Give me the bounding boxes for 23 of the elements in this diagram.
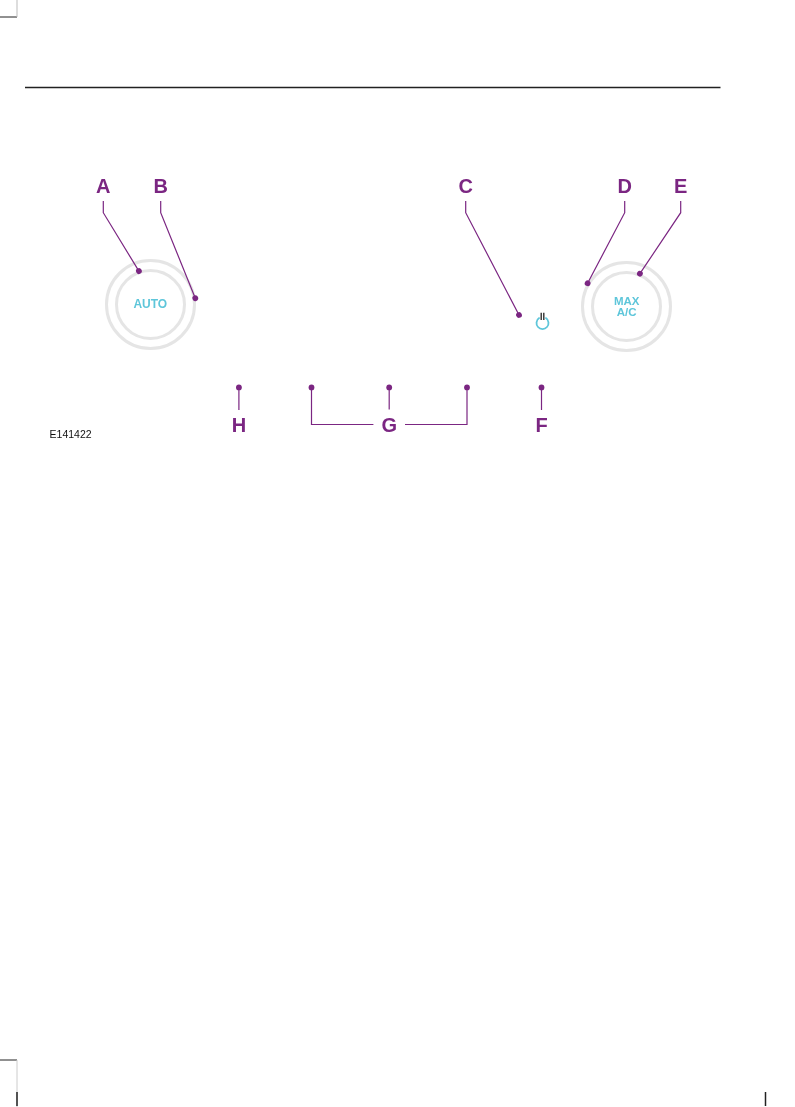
leader-line: [160, 200, 199, 302]
callout-letter: E: [666, 171, 696, 201]
leader-line: [308, 384, 374, 426]
leader-line: [465, 200, 522, 318]
leader-line: [404, 384, 470, 426]
leader-line: [538, 384, 545, 411]
leader-line: [637, 200, 682, 277]
dial-ring: [581, 261, 673, 353]
dial-ring: [104, 259, 196, 351]
leader-line: [386, 384, 393, 411]
callout-letter: D: [609, 171, 640, 201]
figure-code: E141422: [49, 428, 92, 440]
leader-line: [236, 384, 242, 411]
leader-line: [584, 200, 626, 287]
callout-letter: A: [88, 171, 119, 201]
round-button: AUTO: [114, 269, 186, 341]
callout-letter: G: [373, 409, 405, 440]
round-button: MAX A/C: [591, 271, 663, 343]
callout-letter: C: [450, 171, 481, 201]
callout-letter: B: [145, 171, 176, 201]
callout-letter: H: [223, 410, 255, 440]
callout-letter: F: [527, 410, 556, 440]
leader-line: [102, 200, 142, 274]
